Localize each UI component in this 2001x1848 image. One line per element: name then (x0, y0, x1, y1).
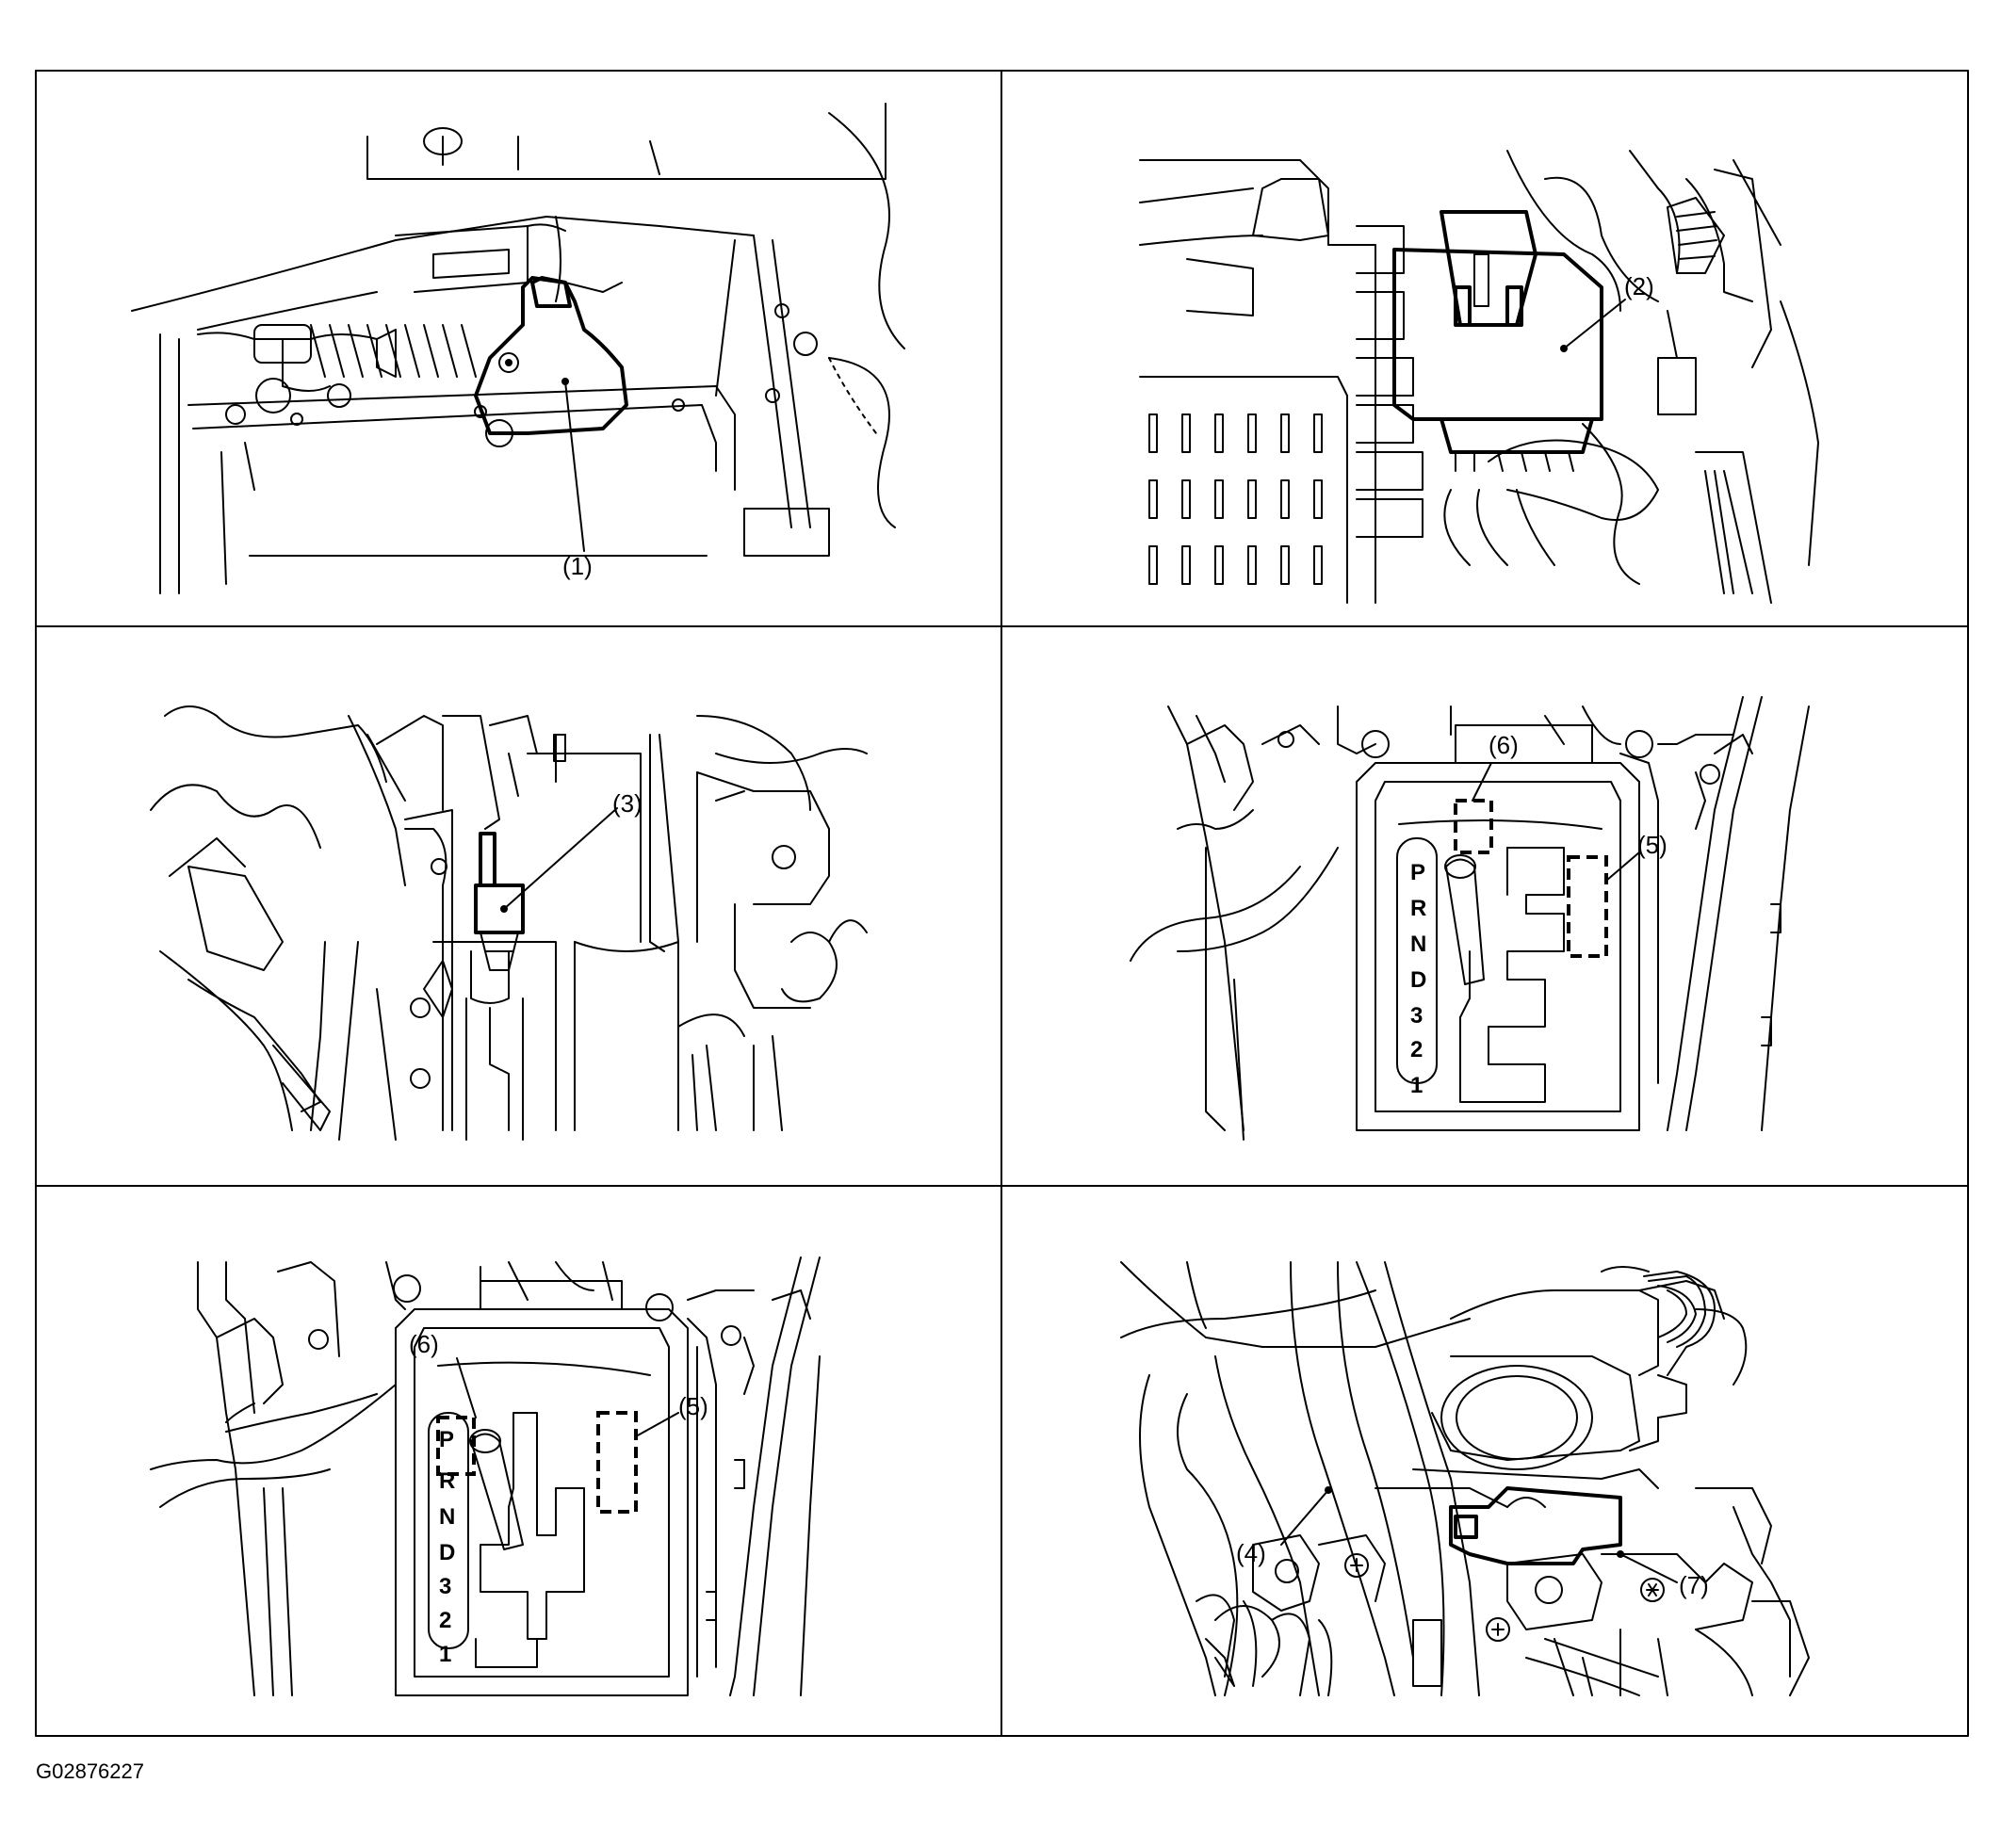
gear-2: 2 (439, 1608, 451, 1633)
panel-4: P R N D 3 2 1 (6) (5) (1130, 696, 1810, 1141)
callout-3-leader (503, 807, 618, 910)
gear-r: R (1410, 896, 1426, 921)
gear-indicator: P R N D 3 2 1 (439, 1427, 455, 1667)
callout-5-box (1567, 855, 1608, 958)
callout-2-leader (1563, 299, 1626, 349)
gear-r: R (439, 1468, 455, 1494)
callout-5-leader (1605, 851, 1640, 882)
callout-3-label: (3) (612, 789, 643, 818)
callout-1-label: (1) (562, 552, 593, 580)
callout-5-label: (5) (678, 1392, 708, 1420)
gear-1: 1 (1410, 1073, 1423, 1098)
callout-7-label: (7) (1679, 1571, 1709, 1599)
panel-3-artwork (150, 705, 868, 1141)
panel-grid (35, 70, 1969, 1737)
callout-5-box (596, 1411, 638, 1514)
callout-6-leader (1472, 762, 1492, 802)
gear-indicator: P R N D 3 2 1 (1410, 860, 1426, 1098)
gear-3: 3 (439, 1574, 451, 1599)
panel-6: (4) (7) (1120, 1261, 1810, 1696)
gear-p: P (439, 1427, 454, 1452)
figure-id: G02876227 (36, 1759, 144, 1783)
panel-6-artwork (1120, 1261, 1810, 1696)
panel-1: (1) (131, 103, 905, 594)
panel-4-artwork (1130, 696, 1810, 1141)
panel-1-artwork (131, 103, 905, 594)
panel-5-artwork (150, 1256, 821, 1696)
callout-6-label: (6) (1489, 731, 1519, 759)
fuse-box-slots (1148, 413, 1323, 585)
gear-2: 2 (1410, 1037, 1423, 1062)
gear-1: 1 (439, 1642, 451, 1667)
panel-3: (3) (150, 705, 868, 1141)
callout-4-leader (1280, 1489, 1329, 1546)
callout-4-label: (4) (1236, 1539, 1266, 1567)
panel-5: P R N D 3 2 1 (6) (5) (150, 1256, 821, 1696)
gear-3: 3 (1410, 1003, 1423, 1029)
callout-7-leader (1619, 1553, 1678, 1583)
gear-p: P (1410, 860, 1425, 885)
gear-d: D (439, 1540, 455, 1565)
callout-6-box (1454, 799, 1493, 854)
panel-2-artwork (1139, 150, 1819, 604)
callout-5-label: (5) (1637, 831, 1668, 859)
panel-2: (2) (1139, 150, 1819, 604)
gear-n: N (1410, 932, 1426, 957)
callout-5-leader (635, 1412, 679, 1437)
callout-2-label: (2) (1624, 272, 1654, 300)
gear-d: D (1410, 967, 1426, 993)
callout-1-leader (564, 381, 585, 552)
callout-6-box (436, 1416, 476, 1476)
callout-6-leader (456, 1357, 477, 1418)
gear-n: N (439, 1504, 455, 1530)
callout-6-label: (6) (409, 1330, 439, 1358)
